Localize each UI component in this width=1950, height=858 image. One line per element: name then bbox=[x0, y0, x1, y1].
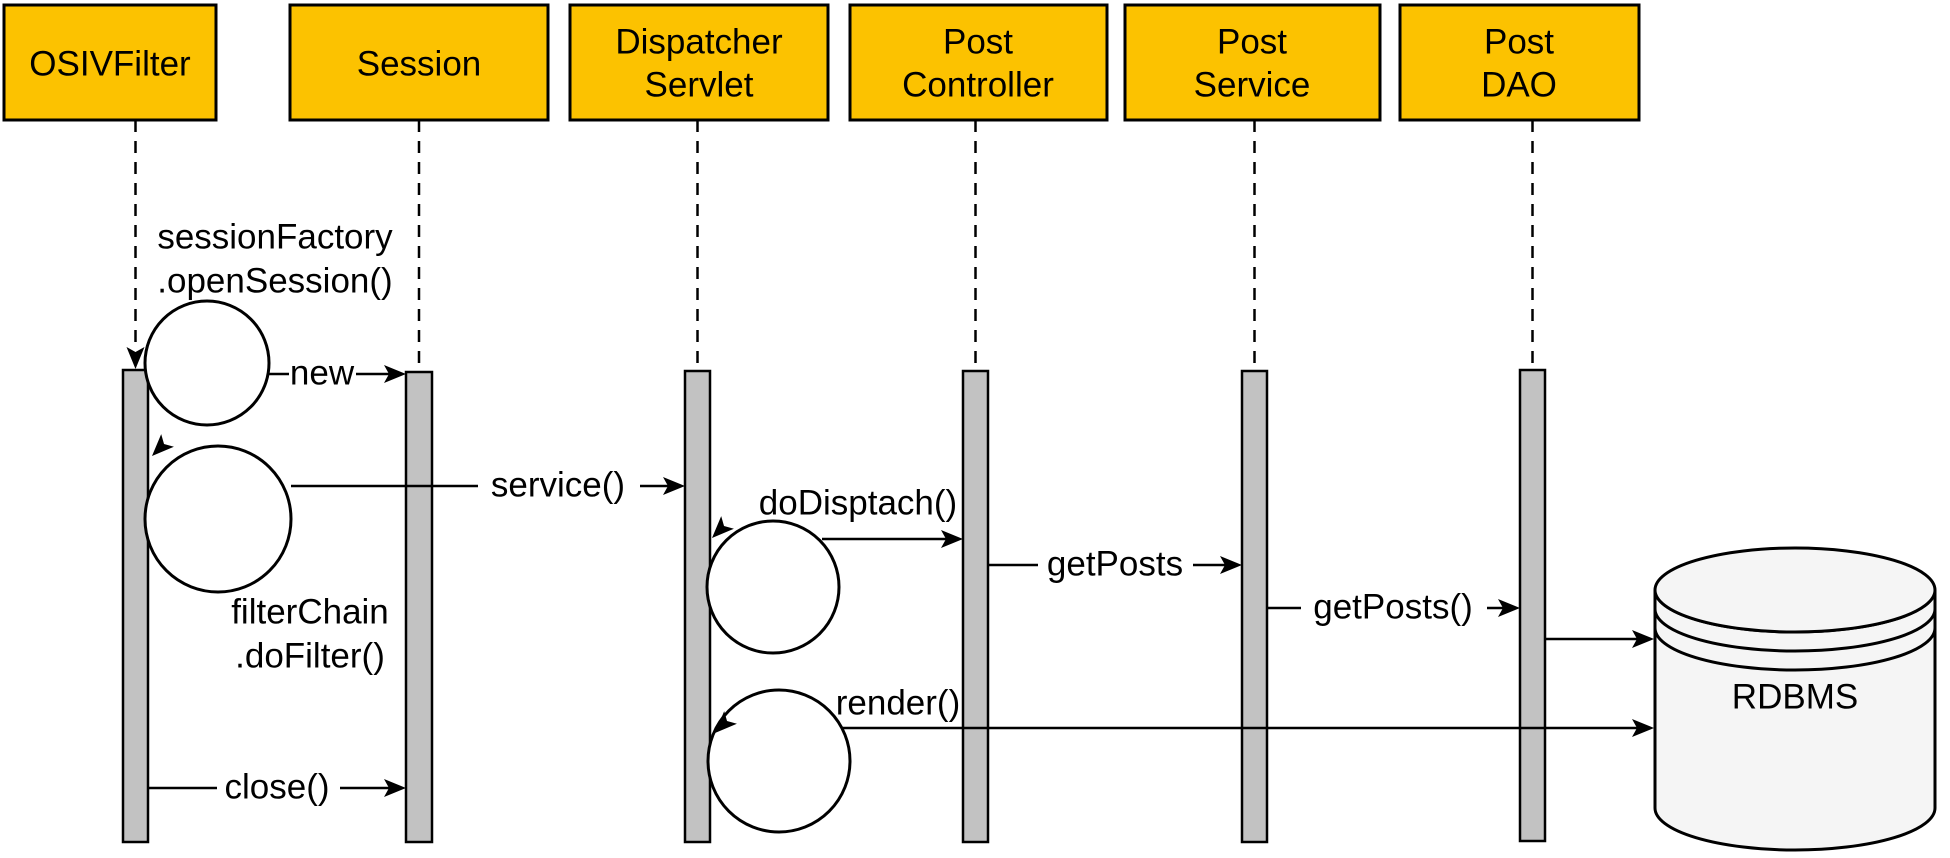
activation-bar-session bbox=[404, 370, 434, 844]
message-label-filter-chain-line2: .doFilter() bbox=[235, 637, 385, 676]
message-label-open-session-line2: .openSession() bbox=[157, 262, 392, 301]
message-arrow-do-dispatch bbox=[941, 530, 963, 548]
participant-box-osivfilter bbox=[2, 3, 218, 122]
participant-box-post-service bbox=[1123, 3, 1382, 122]
participant-label-osivfilter: OSIVFilter bbox=[29, 45, 191, 84]
message-arrow-dao-to-db bbox=[1632, 630, 1654, 648]
self-call-loop-do-filter bbox=[143, 444, 293, 594]
participant-label-post-2: Post bbox=[1217, 23, 1287, 62]
message-label-open-session-line1: sessionFactory bbox=[157, 218, 393, 257]
message-label-close: close() bbox=[224, 768, 329, 807]
message-arrow-service bbox=[663, 477, 685, 495]
database-label: RDBMS bbox=[1732, 678, 1858, 717]
self-call-loop-do-dispatch bbox=[705, 519, 841, 655]
participant-label-service: Service bbox=[1194, 66, 1311, 105]
database-cylinder-top bbox=[1653, 546, 1937, 634]
message-arrow-get-posts bbox=[1220, 556, 1242, 574]
participant-label-session: Session bbox=[357, 45, 482, 84]
message-label-filter-chain-line1: filterChain bbox=[231, 593, 389, 632]
participant-box-post-controller bbox=[848, 3, 1109, 122]
message-label-get-posts: getPosts bbox=[1047, 545, 1183, 584]
message-label-render: render() bbox=[836, 684, 960, 723]
participant-label-dao: DAO bbox=[1481, 66, 1557, 105]
participant-label-post: Post bbox=[943, 23, 1013, 62]
message-arrow-close bbox=[384, 779, 406, 797]
activation-bar-dispatcher-servlet bbox=[683, 369, 712, 844]
message-label-get-posts-call: getPosts() bbox=[1313, 588, 1473, 627]
self-call-loop-open-session bbox=[143, 299, 271, 427]
message-arrow-get-posts-call bbox=[1498, 599, 1520, 617]
message-label-new: new bbox=[290, 354, 355, 393]
message-arrow-new bbox=[384, 365, 406, 383]
participant-box-post-dao bbox=[1398, 3, 1641, 122]
participant-label-controller: Controller bbox=[902, 66, 1054, 105]
participant-box-dispatcher-servlet bbox=[568, 3, 830, 122]
participant-box-session bbox=[288, 3, 550, 122]
message-arrow-render bbox=[1632, 719, 1654, 737]
lifeline-arrowhead-osivfilter bbox=[126, 347, 145, 369]
participant-label-dispatcher: Dispatcher bbox=[615, 23, 783, 62]
message-label-service: service() bbox=[491, 466, 625, 505]
message-label-do-dispatch: doDisptach() bbox=[759, 484, 957, 523]
participant-label-post-3: Post bbox=[1484, 23, 1554, 62]
participant-label-servlet: Servlet bbox=[645, 66, 754, 105]
activation-bar-post-dao bbox=[1518, 368, 1547, 843]
loop-arrowhead-do-filter bbox=[152, 434, 174, 456]
loop-arrowhead-render bbox=[715, 711, 737, 733]
self-call-loop-render bbox=[706, 688, 852, 834]
activation-bar-osivfilter bbox=[121, 368, 150, 844]
database-cylinder-rim-2 bbox=[1653, 627, 1937, 672]
activation-bar-post-service bbox=[1240, 369, 1269, 844]
activation-bar-post-controller bbox=[961, 369, 990, 844]
loop-arrowhead-do-dispatch bbox=[712, 516, 734, 538]
database-cylinder-rim-1 bbox=[1653, 608, 1937, 653]
